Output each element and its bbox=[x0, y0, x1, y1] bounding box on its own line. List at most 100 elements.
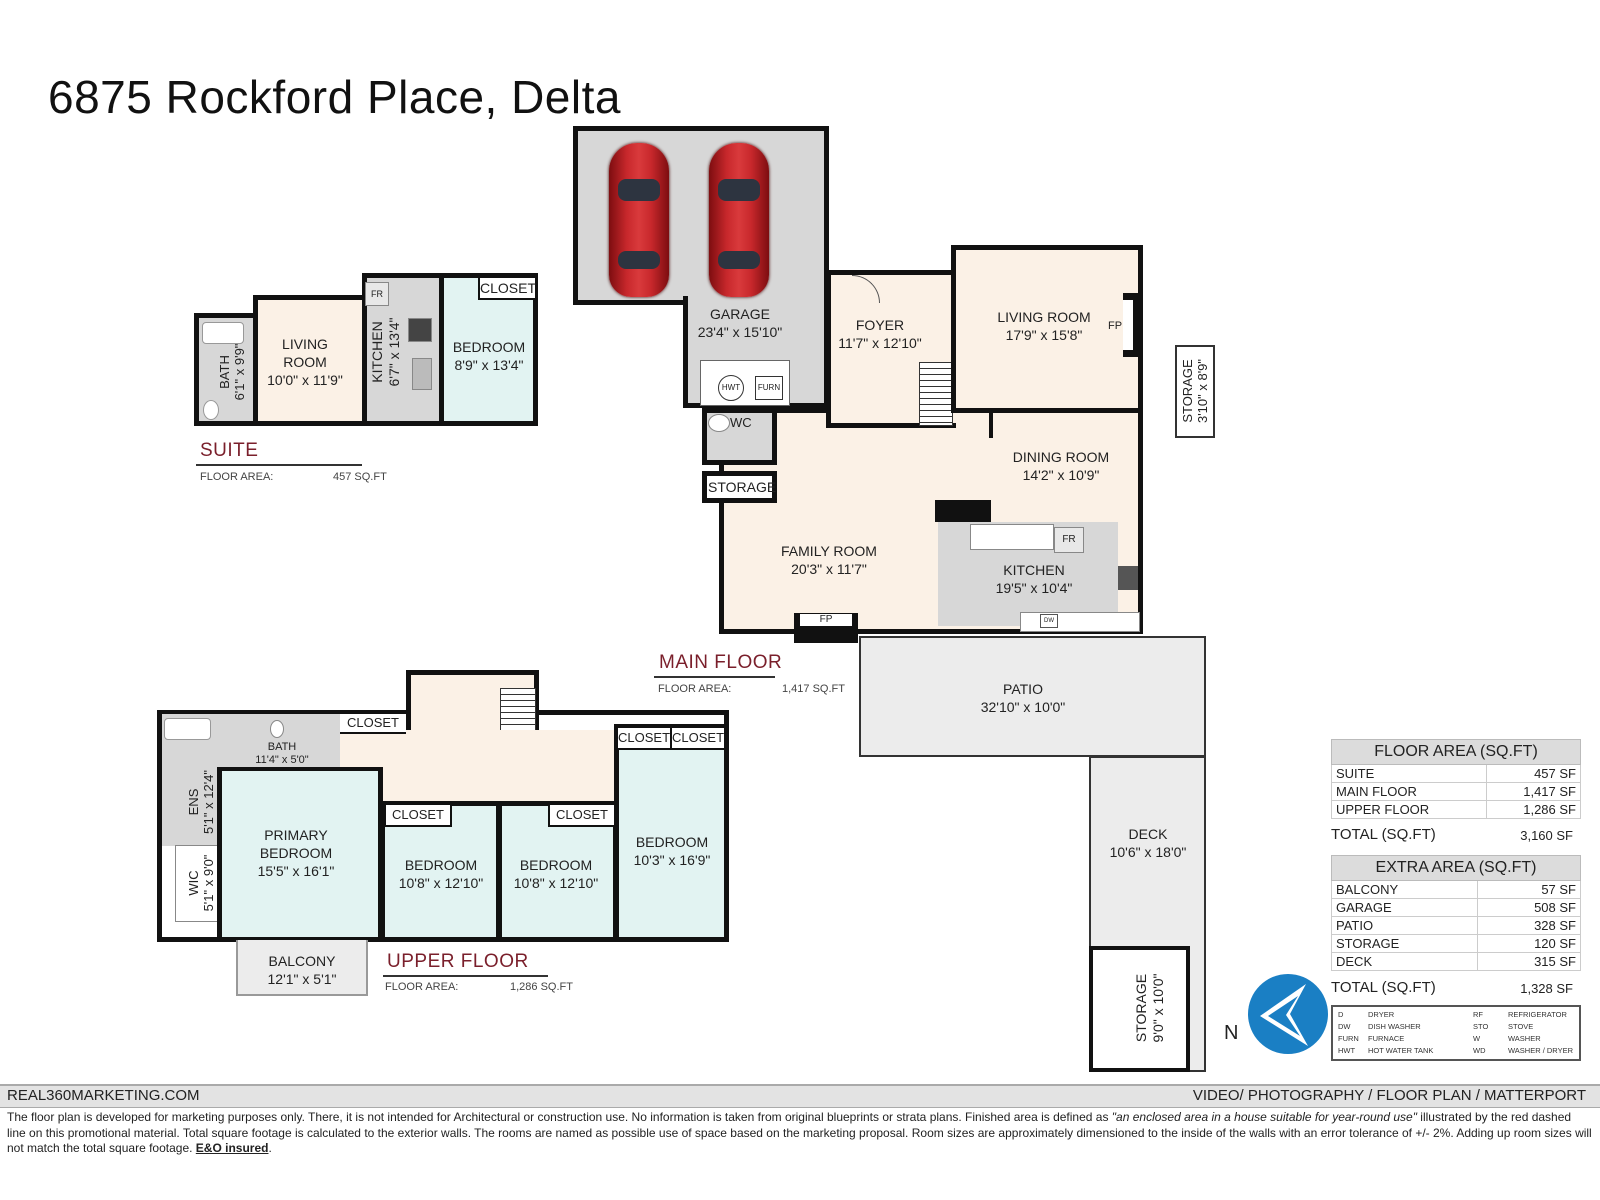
main-floor-area-label: FLOOR AREA: bbox=[658, 683, 732, 695]
living-room bbox=[951, 245, 1143, 413]
row-label: MAIN FLOOR bbox=[1330, 782, 1488, 801]
row-value: 120 SF bbox=[1477, 934, 1581, 953]
sink-icon bbox=[412, 358, 432, 390]
storage-right bbox=[1175, 345, 1215, 438]
compass-north-label: N bbox=[1224, 1022, 1239, 1044]
bedroom-4-closet-2: CLOSET bbox=[672, 728, 724, 750]
fridge-icon: FR bbox=[365, 282, 389, 306]
row-value: 1,417 SF bbox=[1486, 782, 1581, 801]
page-title: 6875 Rockford Place, Delta bbox=[48, 71, 621, 123]
kitchen-lower-counter bbox=[1020, 612, 1140, 632]
patio bbox=[859, 636, 1206, 757]
row-value: 1,286 SF bbox=[1486, 800, 1581, 819]
legend-abbr: RF bbox=[1473, 1010, 1483, 1019]
legend-abbr: STO bbox=[1473, 1022, 1489, 1031]
car-icon bbox=[609, 143, 669, 297]
suite-section-label: SUITE bbox=[200, 440, 259, 461]
row-label: STORAGE bbox=[1330, 934, 1479, 953]
wc-label: WC bbox=[730, 415, 752, 430]
legend-meaning: WASHER / DRYER bbox=[1508, 1046, 1574, 1055]
toilet-icon bbox=[203, 400, 219, 420]
suite-underline bbox=[196, 464, 362, 466]
car-icon bbox=[709, 143, 769, 297]
row-label: SUITE bbox=[1330, 764, 1488, 783]
row-value: 508 SF bbox=[1477, 898, 1581, 917]
total-value: 3,160 SF bbox=[1520, 828, 1573, 843]
dishwasher-icon: DW bbox=[1040, 614, 1058, 628]
main-floor-area-value: 1,417 SQ.FT bbox=[782, 683, 845, 695]
legend-meaning: FURNACE bbox=[1368, 1034, 1405, 1043]
hot-water-tank-icon: HWT bbox=[718, 375, 744, 401]
family-fp-label: FP bbox=[800, 614, 852, 626]
bedroom-2-closet: CLOSET bbox=[384, 805, 452, 827]
extra-area-header: EXTRA AREA (SQ.FT) bbox=[1331, 855, 1581, 881]
compass-icon bbox=[1248, 974, 1328, 1054]
legend-meaning: REFRIGERATOR bbox=[1508, 1010, 1567, 1019]
legend-meaning: STOVE bbox=[1508, 1022, 1534, 1031]
suite-kitchen-label: KITCHEN 6'7" x 13'4" bbox=[369, 317, 402, 387]
row-label: BALCONY bbox=[1330, 880, 1479, 899]
upper-hall bbox=[340, 730, 618, 802]
legend-meaning: HOT WATER TANK bbox=[1368, 1046, 1434, 1055]
storage-bottom bbox=[1089, 946, 1190, 1072]
wall bbox=[935, 500, 991, 522]
bedroom-4-closet-1: CLOSET bbox=[618, 728, 672, 750]
legend-abbr: W bbox=[1473, 1034, 1481, 1043]
row-label: UPPER FLOOR bbox=[1330, 800, 1488, 819]
furnace-icon: FURN bbox=[755, 376, 783, 400]
upper-floor-section-label: UPPER FLOOR bbox=[387, 951, 529, 972]
living-fp-label: FP bbox=[1108, 320, 1123, 332]
row-label: DECK bbox=[1330, 952, 1479, 971]
bedroom-4 bbox=[614, 724, 729, 942]
footer-bar: REAL360MARKETING.COM VIDEO/ PHOTOGRAPHY … bbox=[0, 1084, 1600, 1108]
disclaimer-text: The floor plan is developed for marketin… bbox=[7, 1110, 1112, 1124]
row-label: PATIO bbox=[1330, 916, 1479, 935]
eo-insured: E&O insured bbox=[195, 1141, 269, 1155]
legend-abbr: WD bbox=[1473, 1046, 1486, 1055]
legend-abbr: HWT bbox=[1338, 1046, 1356, 1055]
storage bbox=[702, 471, 777, 503]
hall-closet: CLOSET bbox=[340, 714, 406, 734]
row-value: 457 SF bbox=[1486, 764, 1581, 783]
stove-icon bbox=[1118, 566, 1138, 590]
storage-label: STORAGE bbox=[708, 479, 777, 495]
floor-area-total: TOTAL (SQ.FT)3,160 SF bbox=[1331, 826, 1581, 843]
disclaimer-quote: "an enclosed area in a house suitable fo… bbox=[1111, 1110, 1417, 1124]
suite-closet: CLOSET bbox=[478, 278, 537, 300]
upper-floor-underline bbox=[383, 975, 548, 977]
total-label: TOTAL (SQ.FT) bbox=[1331, 979, 1436, 996]
legend-meaning: DRYER bbox=[1368, 1010, 1395, 1019]
legend-abbr: D bbox=[1338, 1010, 1344, 1019]
wall bbox=[989, 408, 993, 438]
toilet-icon bbox=[708, 414, 730, 432]
total-value: 1,328 SF bbox=[1520, 981, 1573, 996]
bedroom-3-closet: CLOSET bbox=[548, 805, 616, 827]
upper-floor-area-label: FLOOR AREA: bbox=[385, 981, 459, 993]
website-link[interactable]: REAL360MARKETING.COM bbox=[7, 1087, 200, 1104]
balcony bbox=[236, 940, 368, 996]
row-label: GARAGE bbox=[1330, 898, 1479, 917]
extra-area-total: TOTAL (SQ.FT) 1,328 SF bbox=[1331, 979, 1581, 996]
